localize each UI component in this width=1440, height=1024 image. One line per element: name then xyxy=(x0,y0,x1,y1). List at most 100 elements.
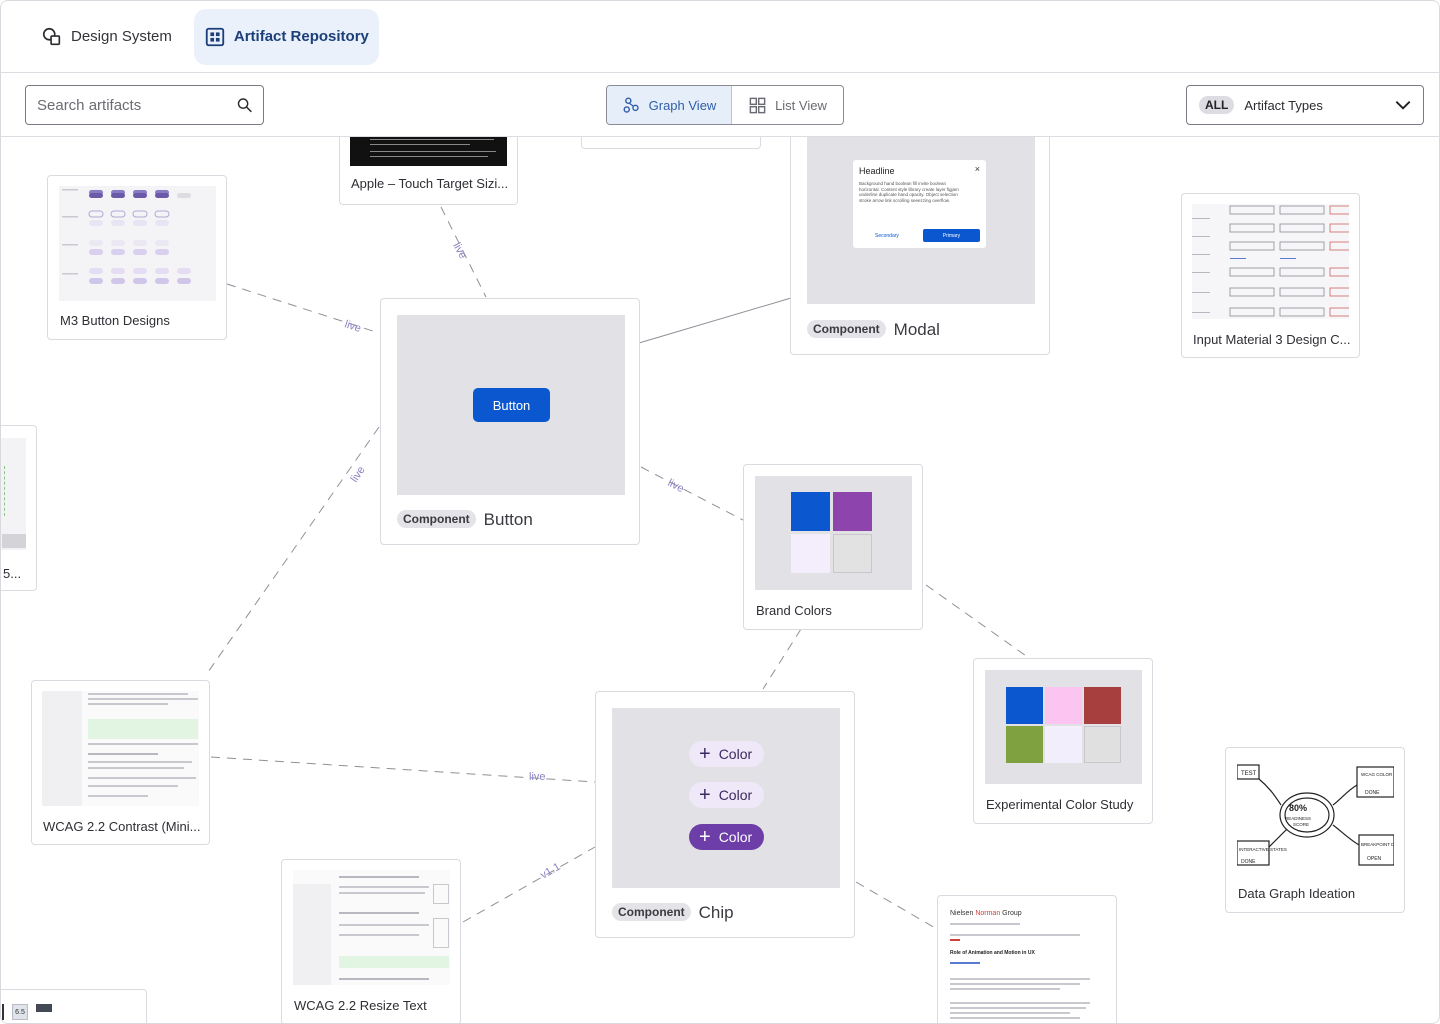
artifact-thumbnail xyxy=(350,137,507,166)
artifact-card-input-material-3[interactable]: Input Material 3 Design C... xyxy=(1181,193,1360,358)
edge-brand-chip xyxy=(762,628,802,690)
plus-icon: + xyxy=(699,784,711,806)
edge-label-live-2: live xyxy=(343,318,362,335)
chip-preview-3-selected: +Color xyxy=(689,824,765,850)
grid-icon xyxy=(205,27,225,46)
artifact-title: Experimental Color Study xyxy=(986,797,1134,812)
sketch-note-7: OPEN xyxy=(1367,856,1382,862)
artifact-title: WCAG 2.2 Resize Text xyxy=(294,998,427,1013)
artifact-title: Brand Colors xyxy=(756,603,832,618)
color-swatch-3 xyxy=(1084,687,1121,724)
m3-buttons-preview xyxy=(62,189,191,284)
artifact-type-select[interactable]: ALL Artifact Types xyxy=(1186,85,1424,125)
sketch-preview: TEST 80% READINESS SCORE WCAG COLOR CONT… xyxy=(1237,764,1394,866)
artifact-thumbnail xyxy=(985,670,1142,784)
modal-primary: Primary xyxy=(923,229,980,242)
edge-button-brand xyxy=(640,466,744,521)
sketch-note-1: TEST xyxy=(1241,771,1257,777)
component-tag: Component xyxy=(397,510,476,528)
edge-label-version: v1.1 xyxy=(539,861,563,882)
color-swatch-1 xyxy=(1006,687,1043,724)
artifact-card-partial-top[interactable] xyxy=(581,137,761,149)
chip-preview-2: +Color xyxy=(689,782,765,808)
chevron-down-icon xyxy=(1395,101,1411,110)
artifact-thumbnail xyxy=(1,438,26,550)
svg-text:SCORE: SCORE xyxy=(1293,822,1309,827)
search-input[interactable] xyxy=(37,96,236,114)
edge-resize-chip xyxy=(462,846,596,923)
artifact-card-m3-button-designs[interactable]: M3 Button Designs xyxy=(47,175,227,340)
graph-view-label: Graph View xyxy=(648,97,717,113)
artifact-thumbnail xyxy=(1192,204,1349,319)
modal-headline: Headline xyxy=(859,166,895,176)
modal-dialog-preview: Headline × Background hand boolean fill … xyxy=(853,160,986,248)
modal-secondary: Secondary xyxy=(875,233,899,239)
component-title: Component Chip xyxy=(612,903,842,923)
artifact-thumbnail xyxy=(293,870,450,985)
color-swatch-1 xyxy=(791,492,830,531)
nng-article-title: Role of Animation and Motion in UX xyxy=(950,950,1035,956)
search-box xyxy=(25,85,264,125)
edge-button-modal xyxy=(638,297,792,344)
component-card-modal[interactable]: Headline × Background hand boolean fill … xyxy=(790,137,1050,355)
color-swatch-4 xyxy=(1006,726,1043,763)
color-swatch-6 xyxy=(1084,726,1121,763)
component-tag: Component xyxy=(612,903,691,921)
artifact-card-data-graph-ideation[interactable]: TEST 80% READINESS SCORE WCAG COLOR CONT… xyxy=(1225,747,1405,913)
graph-canvas[interactable]: live live live live live v1.1 Apple – To… xyxy=(1,137,1439,1023)
edge-brand-experimental xyxy=(925,584,1030,659)
edge-m3-button xyxy=(226,283,380,334)
artifact-card-partial-bottom-left[interactable]: 6.5 xyxy=(1,989,147,1023)
component-name: Chip xyxy=(698,903,734,922)
artifact-card-apple-touch-target[interactable]: Apple – Touch Target Sizi... xyxy=(339,137,518,205)
artifact-title: Apple – Touch Target Sizi... xyxy=(351,176,509,191)
artifact-thumbnail xyxy=(755,476,912,590)
sketch-note-5: DONE xyxy=(1241,859,1256,865)
artifact-thumbnail: TEST 80% READINESS SCORE WCAG COLOR CONT… xyxy=(1237,759,1394,874)
artifact-card-wcag-contrast[interactable]: WCAG 2.2 Contrast (Mini... xyxy=(31,680,210,845)
list-view-button[interactable]: List View xyxy=(732,86,843,124)
color-swatch-2 xyxy=(1045,687,1082,724)
partial-badge: 6.5 xyxy=(12,1004,28,1020)
artifact-thumbnail xyxy=(59,186,216,301)
artifact-card-experimental-color-study[interactable]: Experimental Color Study xyxy=(973,658,1153,824)
input-fields-preview xyxy=(1192,205,1349,317)
artifact-title: Input Material 3 Design C... xyxy=(1193,332,1351,347)
artifact-card-partial-left[interactable]: 5... xyxy=(1,425,37,591)
edge-wcag-chip xyxy=(210,756,596,783)
shapes-icon xyxy=(42,27,61,45)
search-icon[interactable] xyxy=(236,94,253,116)
tab-artifact-repository-label: Artifact Repository xyxy=(233,28,369,45)
graph-view-button[interactable]: Graph View xyxy=(607,86,732,124)
artifact-card-wcag-resize-text[interactable]: WCAG 2.2 Resize Text xyxy=(281,859,461,1023)
tab-design-system[interactable]: Design System xyxy=(31,9,182,65)
chip-preview-1: +Color xyxy=(689,741,765,767)
tab-artifact-repository[interactable]: Artifact Repository xyxy=(193,8,379,65)
sketch-note-6: BREAKPOINT DEFINITION xyxy=(1361,842,1394,847)
component-tag: Component xyxy=(807,320,886,338)
artifact-title: WCAG 2.2 Contrast (Mini... xyxy=(43,819,201,834)
color-swatch-5 xyxy=(1045,726,1082,763)
artifact-type-label: Artifact Types xyxy=(1244,97,1323,113)
edge-button-wcag xyxy=(205,426,380,676)
plus-icon: + xyxy=(699,826,711,848)
edge-apple-button xyxy=(440,206,487,298)
close-icon: × xyxy=(974,164,980,174)
nng-logo: Nielsen Norman Group xyxy=(950,910,1022,917)
artifact-card-brand-colors[interactable]: Brand Colors xyxy=(743,464,923,630)
graph-edges: live live live live live v1.1 xyxy=(205,206,1030,930)
sketch-note-4: INTERACTIVE STATES xyxy=(1239,847,1287,852)
component-preview: +Color +Color +Color xyxy=(612,708,840,888)
sketch-note-3: DONE xyxy=(1365,790,1380,796)
component-card-chip[interactable]: +Color +Color +Color Component Chip xyxy=(595,691,855,938)
all-badge: ALL xyxy=(1199,96,1235,114)
artifact-card-nng-article[interactable]: Nielsen Norman Group Role of Animation a… xyxy=(937,895,1117,1023)
button-preview: Button xyxy=(473,388,550,422)
color-swatch-4 xyxy=(833,534,872,573)
artifact-thumbnail: Nielsen Norman Group Role of Animation a… xyxy=(948,906,1108,1023)
list-grid-icon xyxy=(749,97,766,113)
